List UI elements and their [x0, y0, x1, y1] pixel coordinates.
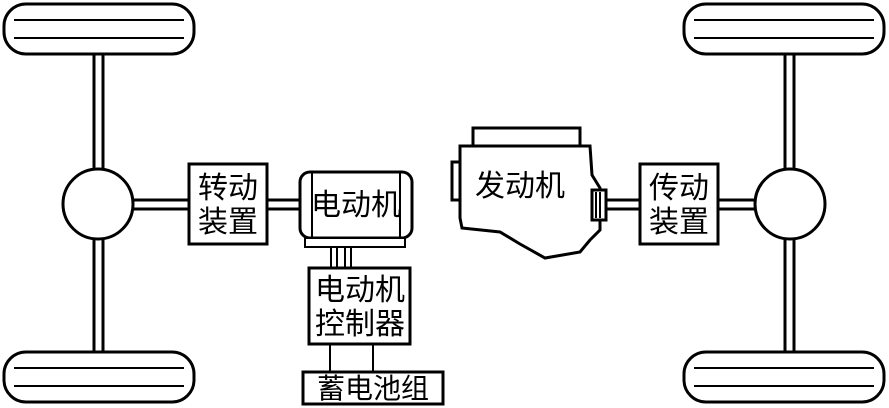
transmission-right-line2: 装置: [649, 205, 709, 240]
wheel-front-left-bottom: [2, 350, 196, 404]
controller-battery-cables: [329, 344, 374, 372]
left-axle: [2, 2, 196, 404]
controller-line1: 电动机: [315, 273, 405, 308]
motor-controller-cables: [330, 247, 352, 268]
motor-controller: 电动机 控制器: [307, 266, 412, 346]
battery-label: 蓄电池组: [317, 372, 429, 405]
wheel-rear-right-top: [682, 2, 886, 56]
differential-left: [61, 167, 135, 241]
shaft-transfer-motor: [267, 198, 300, 211]
transmission-right-line1: 传动: [649, 171, 709, 206]
wheel-rear-right-bottom: [682, 350, 886, 404]
transfer-left-line1: 转动: [198, 171, 258, 206]
battery-pack: 蓄电池组: [301, 370, 445, 406]
controller-line2: 控制器: [315, 307, 405, 342]
motor-label: 电动机: [311, 188, 401, 223]
engine: 发动机: [450, 126, 608, 260]
differential-right: [753, 167, 827, 241]
engine-label: 发动机: [475, 169, 565, 204]
right-axle: [682, 2, 886, 404]
transfer-left-line2: 装置: [198, 205, 258, 240]
wheel-front-left-top: [2, 2, 196, 56]
transfer-device-left: 转动 装置: [187, 162, 269, 246]
transmission-right: 传动 装置: [638, 162, 720, 246]
electric-motor: 电动机: [298, 170, 414, 248]
shaft-engine-transmission: [606, 198, 640, 211]
